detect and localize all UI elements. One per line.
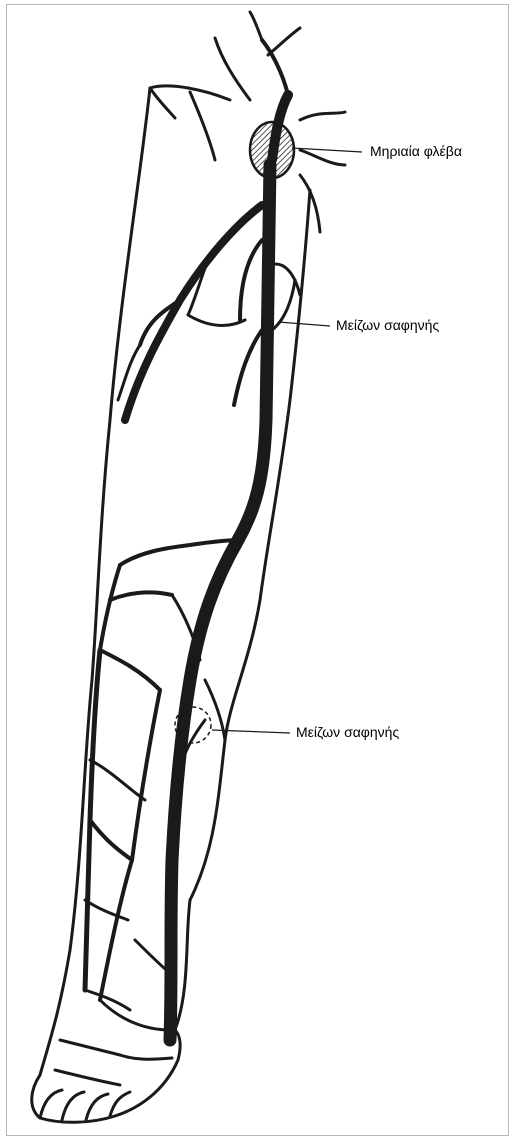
leg-outline-left bbox=[40, 88, 150, 1075]
toe-1 bbox=[40, 1090, 62, 1118]
label-great-saphenous-upper: Μείζων σαφηνής bbox=[336, 317, 439, 333]
toe-2 bbox=[62, 1092, 84, 1120]
leg-outline-right bbox=[175, 190, 310, 1030]
leader-lines bbox=[212, 148, 362, 733]
label-great-saphenous-lower: Μείζων σαφηνής bbox=[296, 724, 399, 740]
femoral-cross-section bbox=[250, 122, 294, 178]
toe-3 bbox=[86, 1094, 108, 1120]
foot-outline bbox=[32, 1030, 180, 1122]
veins bbox=[55, 12, 345, 1085]
leader-saphenous-upper bbox=[278, 322, 330, 326]
label-femoral-vein: Μηριαία φλέβα bbox=[370, 143, 462, 159]
